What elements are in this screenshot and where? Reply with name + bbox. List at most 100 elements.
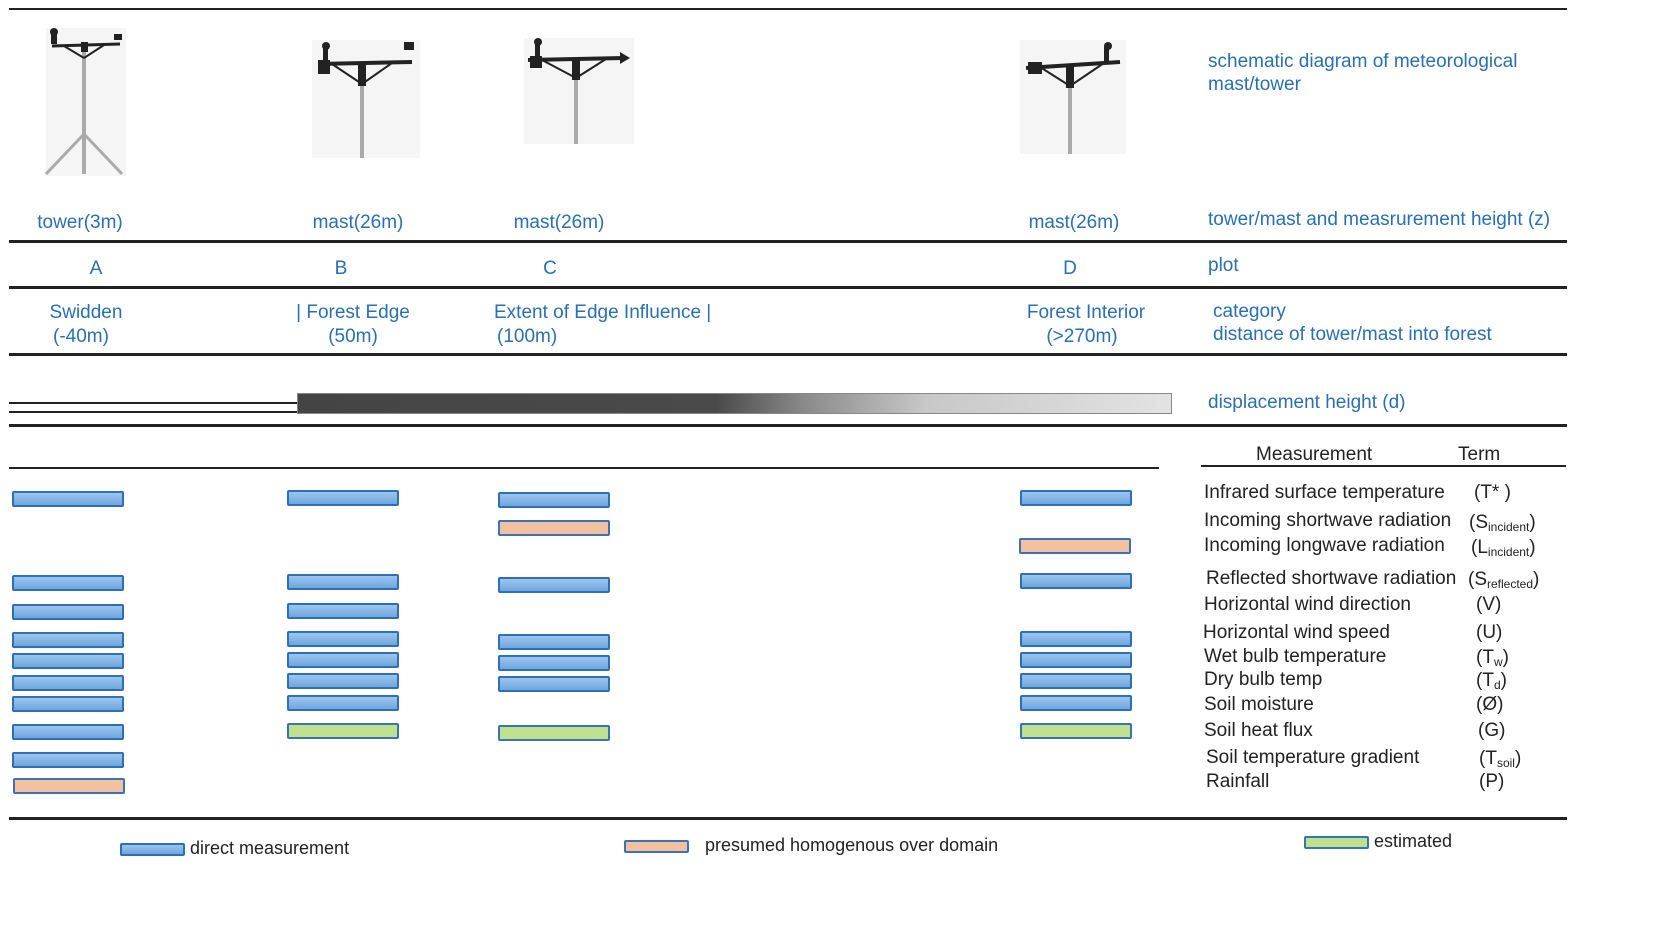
measurement-term: (Tsoil) (1479, 748, 1522, 770)
plot-c-shortwave-bar (498, 520, 610, 536)
measurement-term: (Sincident) (1469, 512, 1536, 534)
bottom-rule (9, 817, 1567, 820)
measurement-term: (T* ) (1474, 482, 1511, 503)
term-header: Term (1458, 444, 1501, 465)
mast-b-diagram (312, 40, 420, 158)
plot-a-soil-heat-bar (12, 724, 124, 740)
measurement-name: Horizontal wind direction (1204, 594, 1411, 615)
plot-a-reflected-bar (12, 575, 124, 591)
plot-c-wind-speed-bar (498, 634, 610, 650)
measurement-term: (Tw) (1476, 647, 1509, 669)
site-a-category: Swidden (49, 302, 123, 323)
measurement-name: Rainfall (1206, 771, 1270, 792)
site-a-plot: A (89, 258, 103, 279)
plot-a-dry-bulb-bar (12, 675, 124, 691)
plot-b-wind-direction-bar (287, 603, 399, 619)
site-b-plot: B (334, 258, 348, 279)
plot-c-infrared-bar (498, 492, 610, 508)
table-header-rule (1201, 465, 1566, 467)
displacement-row-rule (9, 424, 1567, 427)
site-c-distance: (100m) (497, 326, 558, 347)
plot-d-infrared-bar (1020, 490, 1132, 506)
site-d-height: mast(26m) (1028, 212, 1120, 233)
plot-a-infrared-bar (12, 491, 124, 507)
measurement-name: Reflected shortwave radiation (1206, 568, 1457, 589)
plot-d-wet-bulb-bar (1020, 652, 1132, 668)
measurement-name: Soil heat flux (1204, 720, 1313, 741)
legend-direct-label: direct measurement (190, 838, 350, 858)
legend-presumed-label: presumed homogenous over domain (705, 835, 999, 855)
legend-direct-swatch (120, 843, 185, 856)
site-d-distance: (>270m) (1046, 326, 1118, 347)
mast-c-diagram (524, 38, 634, 144)
schematic-label: schematic diagram of meteorological mast… (1208, 51, 1518, 95)
mast-d-diagram (1020, 40, 1126, 154)
measurement-term: (V) (1476, 594, 1502, 615)
plot-b-wet-bulb-bar (287, 652, 399, 668)
plot-a-soil-moisture-bar (12, 696, 124, 712)
measurement-term: (U) (1476, 622, 1503, 643)
plot-b-dry-bulb-bar (287, 673, 399, 689)
plot-b-soil-heat-bar (287, 723, 399, 739)
measurement-name: Infrared surface temperature (1204, 482, 1445, 503)
plot-row-rule (9, 286, 1567, 289)
plot-d-soil-heat-bar (1020, 723, 1132, 739)
plot-a-wind-speed-bar (12, 632, 124, 648)
site-a-height: tower(3m) (37, 212, 123, 233)
plot-d-soil-moisture-bar (1020, 695, 1132, 711)
legend-estimated-label: estimated (1374, 831, 1453, 851)
plot-a-wet-bulb-bar (12, 653, 124, 669)
displacement-gradient-bar (297, 393, 1172, 414)
plot-d-dry-bulb-bar (1020, 673, 1132, 689)
measurement-name: Soil temperature gradient (1206, 747, 1420, 768)
height-row-label: tower/mast and measrurement height (z) (1208, 209, 1551, 230)
plot-b-infrared-bar (287, 490, 399, 506)
legend-presumed-swatch (624, 840, 689, 853)
measurement-name: Dry bulb temp (1204, 669, 1323, 690)
plot-c-dry-bulb-bar (498, 676, 610, 692)
plot-row-label: plot (1208, 255, 1239, 276)
measurement-term: (Td) (1476, 670, 1507, 692)
site-c-category: Extent of Edge Influence | (494, 302, 712, 323)
measurement-term: (Lincident) (1471, 537, 1536, 559)
measurement-term: (Ø) (1476, 694, 1504, 715)
displacement-swidden-line (9, 402, 301, 413)
plot-a-wind-direction-bar (12, 604, 124, 620)
site-d-plot: D (1063, 258, 1077, 279)
category-label: category (1213, 301, 1286, 322)
measurement-name: Soil moisture (1204, 694, 1314, 715)
measurement-term: (Sreflected) (1468, 569, 1540, 591)
displacement-label: displacement height (d) (1208, 392, 1406, 413)
site-c-height: mast(26m) (513, 212, 605, 233)
plot-d-reflected-bar (1020, 573, 1132, 589)
measurement-header: Measurement (1256, 444, 1373, 465)
plot-c-soil-heat-bar (498, 725, 610, 741)
measurement-name: Incoming longwave radiation (1204, 535, 1445, 556)
measurement-name: Horizontal wind speed (1203, 622, 1390, 643)
site-b-category: | Forest Edge (296, 302, 410, 323)
plot-b-soil-moisture-bar (287, 695, 399, 711)
site-b-height: mast(26m) (312, 212, 404, 233)
site-a-distance: (-40m) (53, 326, 109, 347)
site-d-category: Forest Interior (1026, 302, 1146, 323)
site-c-plot: C (543, 258, 557, 279)
plot-b-wind-speed-bar (287, 631, 399, 647)
measurement-name: Wet bulb temperature (1204, 646, 1387, 667)
measurement-term: (G) (1478, 720, 1506, 741)
top-rule (9, 8, 1567, 10)
tower-a-diagram (44, 28, 126, 176)
plot-a-rainfall-bar (13, 778, 125, 794)
measurement-name: Incoming shortwave radiation (1204, 510, 1452, 531)
legend-estimated-swatch (1304, 836, 1369, 849)
plot-d-wind-speed-bar (1020, 631, 1132, 647)
plot-a-soil-temp-bar (12, 752, 124, 768)
site-b-distance: (50m) (328, 326, 378, 347)
measurement-area-rule (9, 467, 1159, 469)
plot-c-reflected-bar (498, 577, 610, 593)
measurement-term: (P) (1479, 771, 1505, 792)
plot-d-longwave-bar (1019, 538, 1131, 554)
height-row-rule (9, 240, 1567, 243)
plot-b-reflected-bar (287, 574, 399, 590)
plot-c-wet-bulb-bar (498, 655, 610, 671)
category-row-rule (9, 353, 1567, 356)
